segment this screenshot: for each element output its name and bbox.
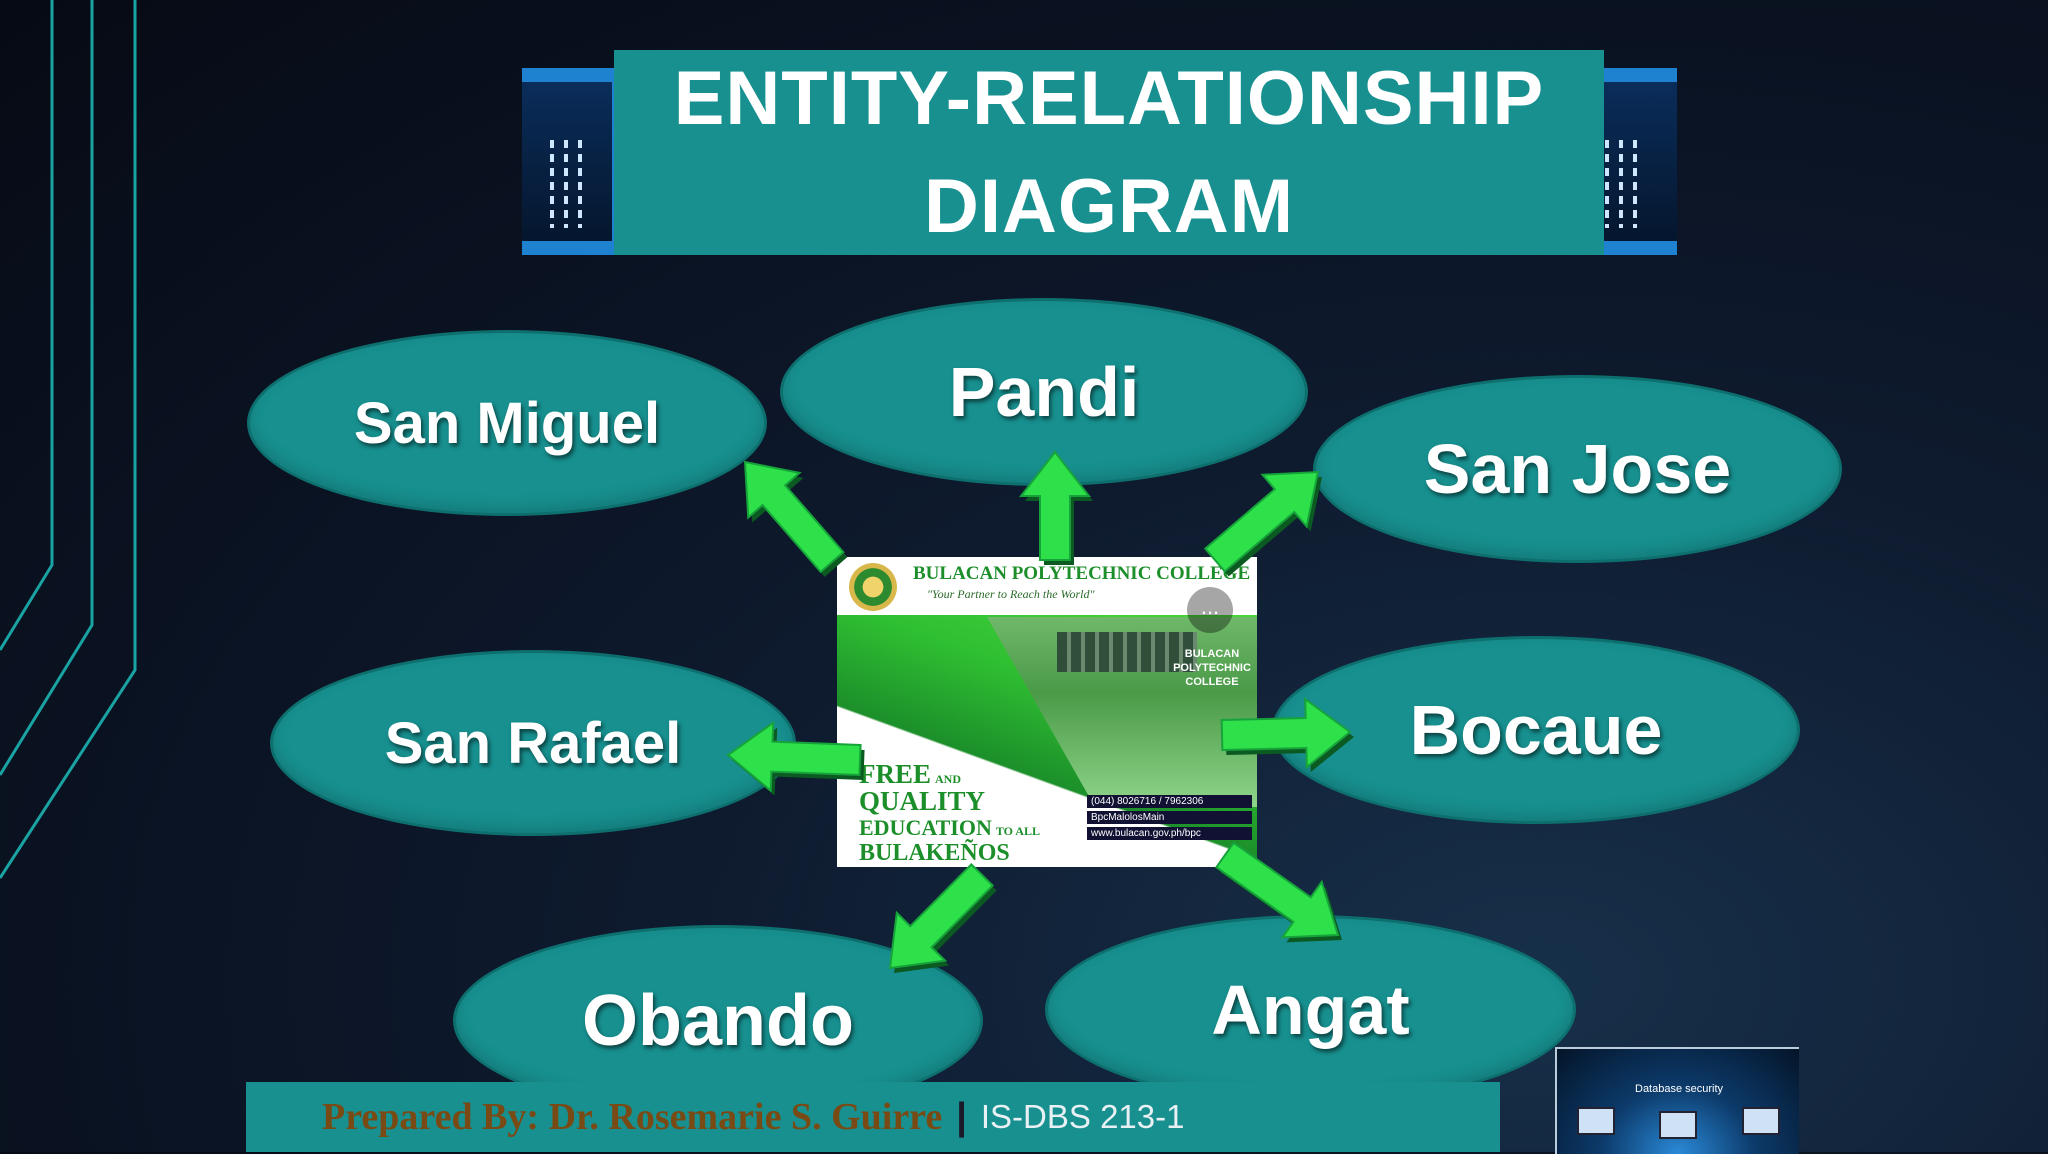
footer-course-code: IS-DBS 213-1 [980, 1098, 1185, 1135]
page-title: ENTITY-RELATIONSHIP DIAGRAM [614, 50, 1604, 255]
node-pandi: Pandi [780, 298, 1308, 486]
node-label: San Rafael [384, 710, 682, 776]
arrow-to-san-jose [1203, 470, 1320, 573]
title-left-panel [522, 82, 612, 241]
more-options-button[interactable]: ... [1187, 587, 1233, 633]
poster-building-windows [1057, 632, 1197, 672]
slogan-to-all: TO ALL [995, 824, 1040, 838]
node-bocaue: Bocaue [1272, 636, 1800, 824]
monitor-icon [1659, 1111, 1697, 1139]
hub-college-poster: BULACAN POLYTECHNIC COLLEGE BULACAN POLY… [837, 557, 1257, 867]
title-line-2: DIAGRAM [923, 163, 1295, 249]
arrow-to-obando [888, 863, 995, 970]
facebook-text: BpcMalolosMain [1087, 811, 1252, 824]
node-label: Pandi [948, 353, 1140, 431]
footer-bar: Prepared By: Dr. Rosemarie S. Guirre | I… [246, 1082, 1500, 1152]
node-label: Bocaue [1409, 691, 1663, 769]
slogan-quality: QUALITY [859, 786, 986, 816]
database-security-thumbnail: Database security [1555, 1047, 1799, 1154]
footer-author: Prepared By: Dr. Rosemarie S. Guirre [322, 1096, 943, 1138]
monitor-icon [1577, 1107, 1615, 1135]
poster-contact: (044) 8026716 / 7962306 BpcMalolosMain w… [1087, 795, 1252, 843]
slogan-and: AND [935, 772, 962, 786]
node-label: Angat [1211, 970, 1410, 1049]
arrow-to-san-rafael [726, 720, 862, 793]
poster-header: BULACAN POLYTECHNIC COLLEGE "Your Partne… [837, 557, 1257, 615]
node-label: San Miguel [353, 390, 661, 456]
title-banner: ENTITY-RELATIONSHIP DIAGRAM [522, 50, 1677, 255]
arrow-to-angat [1214, 841, 1340, 939]
node-san-rafael: San Rafael [270, 650, 796, 836]
slogan-free: FREE [859, 759, 932, 789]
phone-text: (044) 8026716 / 7962306 [1087, 795, 1252, 808]
node-san-jose: San Jose [1313, 375, 1842, 563]
node-label: San Jose [1423, 430, 1732, 508]
thumbnail-label: Database security [1635, 1083, 1724, 1095]
slogan-bulakenos: BULAKEÑOS [859, 840, 1010, 866]
arrow-to-san-miguel [743, 460, 845, 574]
slogan-education: EDUCATION [859, 815, 992, 840]
node-san-miguel: San Miguel [247, 330, 767, 516]
title-line-1: ENTITY-RELATIONSHIP [673, 55, 1545, 141]
arrow-to-bocaue [1220, 697, 1352, 770]
monitor-icon [1742, 1107, 1780, 1135]
footer-separator: | [956, 1095, 967, 1138]
college-name: BULACAN POLYTECHNIC COLLEGE [913, 563, 1251, 584]
arrow-to-pandi [1018, 450, 1092, 561]
website-text: www.bulacan.gov.ph/bpc [1087, 827, 1252, 840]
poster-building-sign: BULACAN POLYTECHNIC COLLEGE [1173, 648, 1251, 688]
node-label: Obando [582, 980, 854, 1061]
poster-slogan: FREE AND QUALITY EDUCATION TO ALL BULAKE… [859, 761, 1040, 867]
college-seal-icon [849, 563, 897, 611]
college-motto: "Your Partner to Reach the World" [927, 587, 1095, 601]
